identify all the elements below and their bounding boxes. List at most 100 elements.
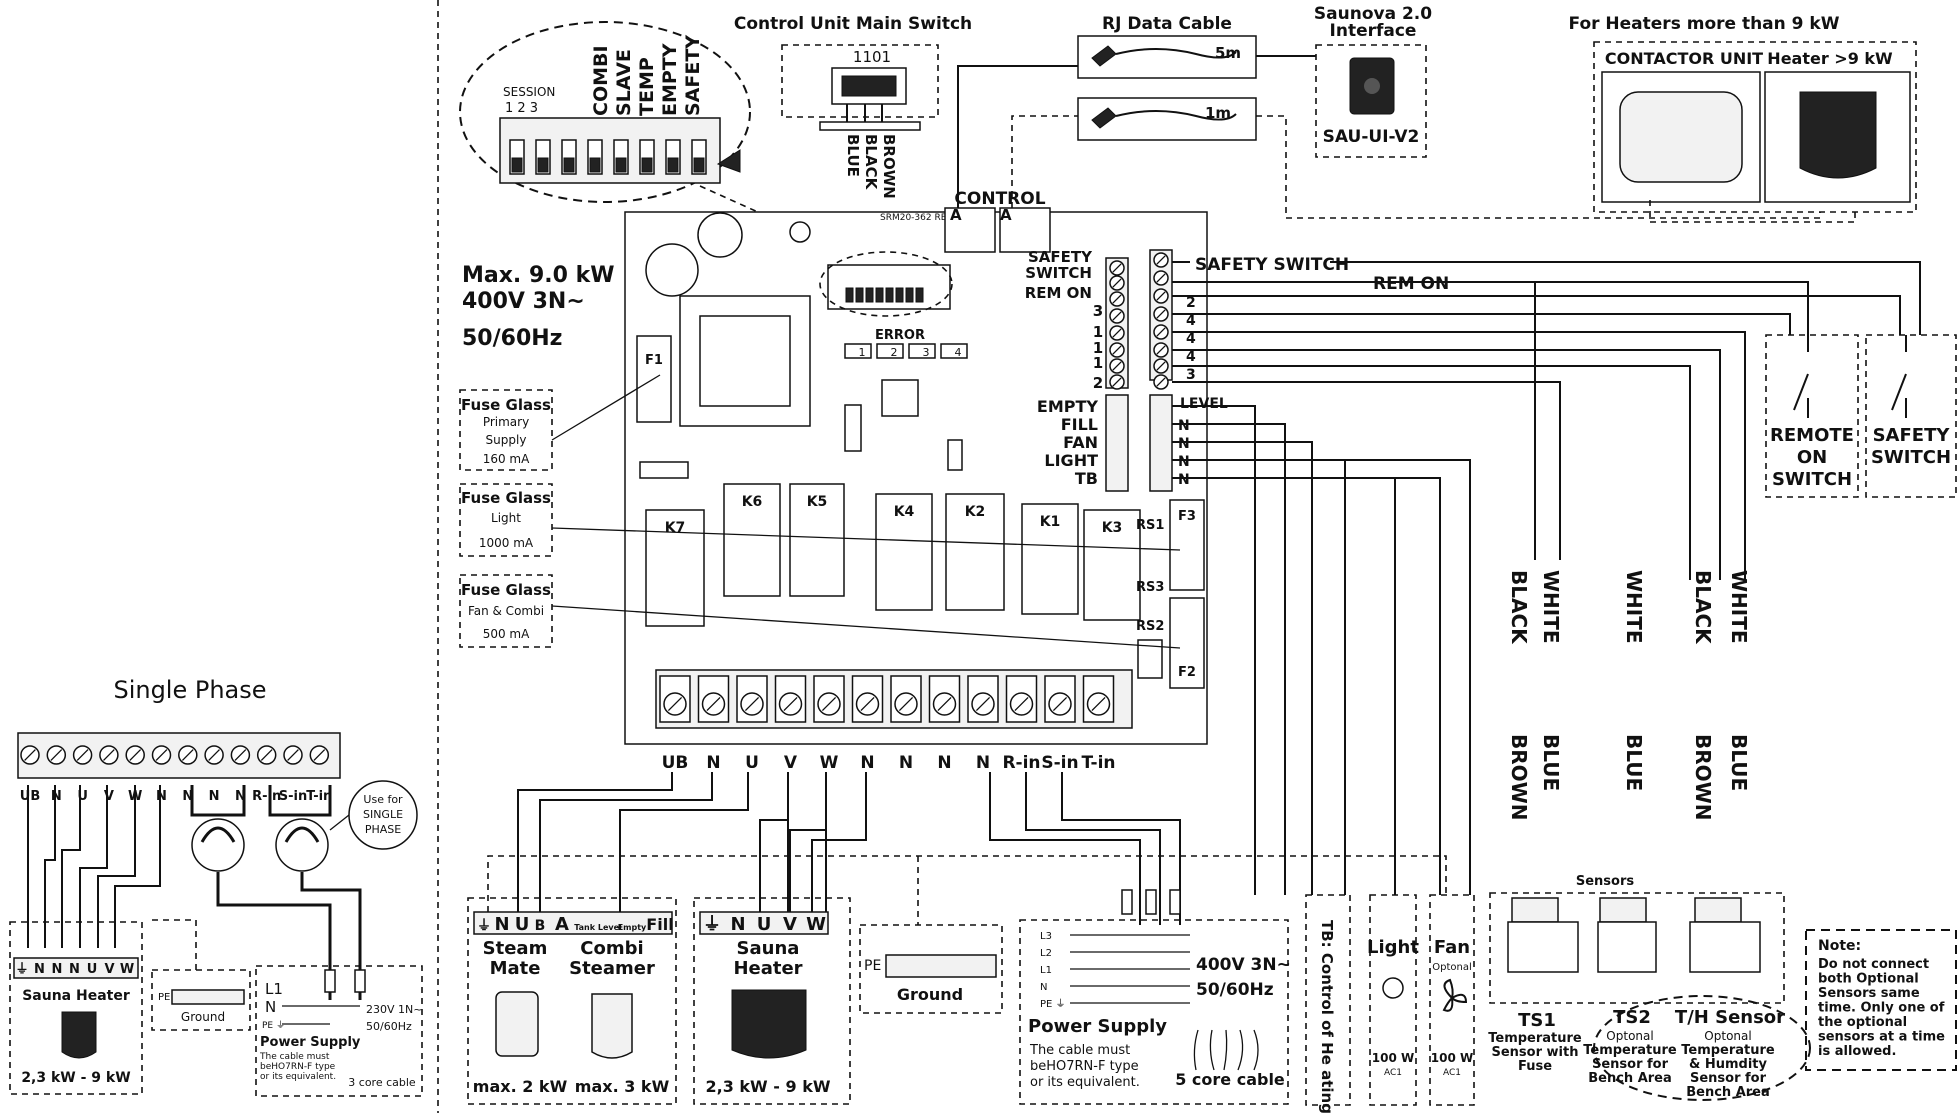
ctrl-screw-left-7 (1109, 374, 1125, 390)
bottom-term-label-11: T-in (1081, 753, 1115, 773)
steam-term-2: U (515, 914, 530, 935)
n-label-0: N (1178, 418, 1190, 434)
relay-k4 (875, 493, 933, 611)
contactor-label: CONTACTOR UNIT (1605, 49, 1763, 68)
wire-color-bottom-4: BLUE (1727, 734, 1751, 791)
wire-fill (1172, 423, 1286, 895)
wire-3 (1172, 295, 1901, 335)
main-switch-wire-black: BLACK (862, 134, 880, 191)
wire-rem-label: REM ON (1373, 274, 1449, 294)
steam-mate-1: Steam (483, 938, 548, 959)
label-switch: SWITCH (1025, 264, 1092, 282)
conn-a2: A (1000, 206, 1012, 224)
n-label-1: N (1178, 436, 1190, 452)
bw-ub (517, 772, 673, 912)
sp-terminal-label-7: N (209, 789, 220, 804)
steam-term-7: Fill (646, 915, 673, 934)
combi-2: Steamer (569, 958, 655, 979)
ts1-desc-1: Temperature (1488, 1031, 1582, 1046)
dip-lever-5 (641, 157, 653, 173)
side-num-2: 1 (1093, 323, 1103, 341)
right-num-2: 4 (1186, 313, 1196, 329)
board-dip-1 (855, 287, 864, 303)
sp-terminal-9 (256, 745, 277, 765)
rs3-label: RS3 (1136, 580, 1164, 595)
wire-color-bottom-1: BLUE (1539, 734, 1563, 791)
error-led-1 (876, 343, 904, 359)
jumper-n-detail (191, 818, 245, 872)
label-rem-on: REM ON (1025, 284, 1092, 302)
main-switch-wire-brown: BROWN (880, 134, 898, 199)
dip-zoom-ellipse (459, 21, 751, 203)
heater-power: 2,3 kW - 9 kW (706, 1077, 831, 1096)
sp-heater-term-5: V (104, 962, 114, 977)
th-label: T/H Sensor (1675, 1007, 1785, 1028)
ctrl-screw-right-1 (1153, 270, 1169, 286)
dip-lever-3 (589, 157, 601, 173)
board-dip-ellipse (819, 251, 953, 317)
sp-heater-term-1: N (34, 962, 45, 977)
main-switch-title: Control Unit Main Switch (734, 14, 972, 34)
dip-session-numbers: 1 2 3 (505, 101, 538, 116)
rating-power: Max. 9.0 kW (462, 263, 614, 288)
bottom-term-screw-8 (971, 692, 995, 716)
sp-ground-label: Ground (181, 1010, 225, 1024)
bw-v (759, 772, 789, 912)
dip-mode-1: SLAVE (613, 49, 635, 116)
wire-rj-1m (1011, 115, 1078, 208)
sp-ground-pe: PE (158, 992, 170, 1003)
relay-k1 (1021, 503, 1079, 615)
error-led-0 (844, 343, 872, 359)
big-heater-section: For Heaters more than 9 kW CONTACTOR UNI… (1569, 14, 1917, 213)
sp-heater-term-0: ⏚ (15, 962, 28, 977)
sp-heater-name: Sauna Heater (22, 988, 130, 1004)
term-col-3 (1105, 394, 1129, 492)
safety-switch-symbol (1891, 335, 1907, 418)
main-switch-wire-blue: BLUE (844, 134, 862, 177)
sp-ground-bar (171, 989, 245, 1005)
ts1-desc-2: Sensor with (1492, 1045, 1579, 1060)
steam-box (467, 897, 677, 1105)
bottom-term-label-0: UB (662, 753, 689, 773)
cable-marker-2 (1145, 889, 1157, 915)
big-heater-title: For Heaters more than 9 kW (1569, 14, 1840, 34)
wire-color-top-3: BLACK (1691, 570, 1715, 645)
interface-sub: Interface (1330, 21, 1417, 41)
wire-safety-label: SAFETY SWITCH (1195, 255, 1349, 275)
board-dip-5 (895, 287, 904, 303)
note-pointer (329, 814, 350, 831)
heater-image (731, 989, 807, 1059)
dip-session-label: SESSION (503, 85, 555, 99)
ts2-terms (1599, 897, 1647, 923)
jumper-rst (268, 785, 332, 817)
remote-switch-symbol (1793, 335, 1809, 418)
sp-wire-u (61, 785, 81, 948)
dip-mode-4: SAFETY (682, 35, 704, 116)
sp-wire-n2 (114, 785, 161, 948)
relay-k7 (645, 509, 705, 627)
note-line-4: the optional (1818, 1015, 1907, 1030)
safety-1: SAFETY (1873, 425, 1951, 446)
ground-pe: PE (864, 958, 881, 974)
sp-heater-power: 2,3 kW - 9 kW (21, 1070, 130, 1086)
sp-wire-neutral (300, 872, 362, 1000)
side-num-1: 3 (1093, 302, 1103, 320)
cable-marker-1 (1121, 889, 1133, 915)
fuse1-value: 160 mA (483, 452, 530, 466)
wire-sensor-1 (1172, 331, 1746, 580)
bottom-term-screw-1 (701, 692, 726, 716)
remote-switch-box (1765, 334, 1859, 498)
board-dip-3 (875, 287, 884, 303)
interface-box (1315, 44, 1427, 158)
ctrl-screw-right-6 (1153, 358, 1169, 374)
wire-rj-5m (957, 65, 1078, 208)
ts2-desc-3: Sensor for (1592, 1057, 1669, 1072)
sp-heater-box (9, 921, 143, 1095)
bottom-term-label-10: S-in (1041, 753, 1078, 773)
ps-cable-image (1193, 1029, 1259, 1071)
right-num-1: 2 (1186, 295, 1196, 311)
